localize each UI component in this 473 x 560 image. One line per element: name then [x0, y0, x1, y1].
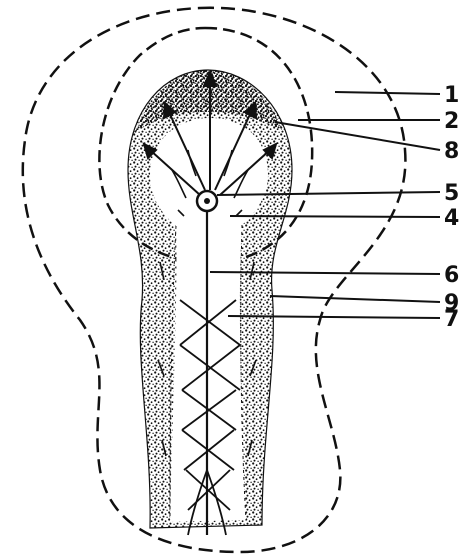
label-4: 4 [444, 206, 459, 231]
label-6: 6 [444, 263, 459, 288]
label-1: 1 [444, 83, 459, 108]
label-7: 7 [444, 307, 459, 332]
label-group: 1 2 8 5 4 6 9 7 [444, 83, 459, 332]
label-5: 5 [444, 181, 459, 206]
label-8: 8 [444, 139, 459, 164]
label-2: 2 [444, 109, 459, 134]
central-node-core [204, 198, 210, 204]
